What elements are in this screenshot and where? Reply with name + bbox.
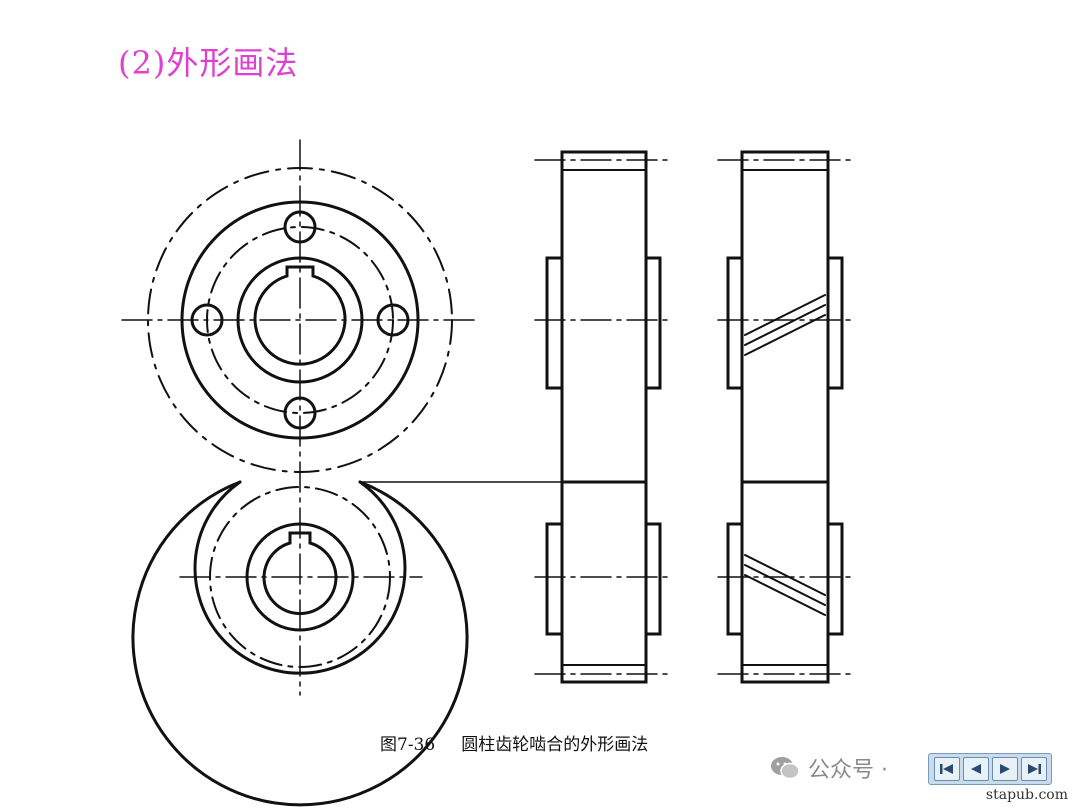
site-url: stapub.com (985, 787, 1068, 803)
first-slide-icon (939, 764, 953, 774)
figure-title: 圆柱齿轮啮合的外形画法 (461, 735, 649, 755)
previous-slide-icon (970, 764, 981, 774)
next-slide-icon (999, 764, 1010, 774)
wechat-icon (771, 757, 800, 780)
front-center-lines (121, 139, 481, 696)
figure-number: 图7-36 (380, 735, 436, 755)
last-slide-button[interactable] (1020, 757, 1047, 781)
spur-gear-side-view (534, 150, 673, 684)
next-slide-button[interactable] (991, 757, 1018, 781)
watermark-text: 公众号 · (808, 758, 888, 783)
last-slide-icon (1027, 764, 1041, 774)
slide-navigation (928, 753, 1052, 785)
page-title: (2)外形画法 (118, 44, 299, 82)
previous-slide-button[interactable] (962, 757, 989, 781)
helical-gear-side-view (717, 150, 853, 684)
first-slide-button[interactable] (933, 757, 960, 781)
watermark: 公众号 · (770, 752, 888, 784)
figure-caption: 图7-36 圆柱齿轮啮合的外形画法 (380, 730, 674, 755)
